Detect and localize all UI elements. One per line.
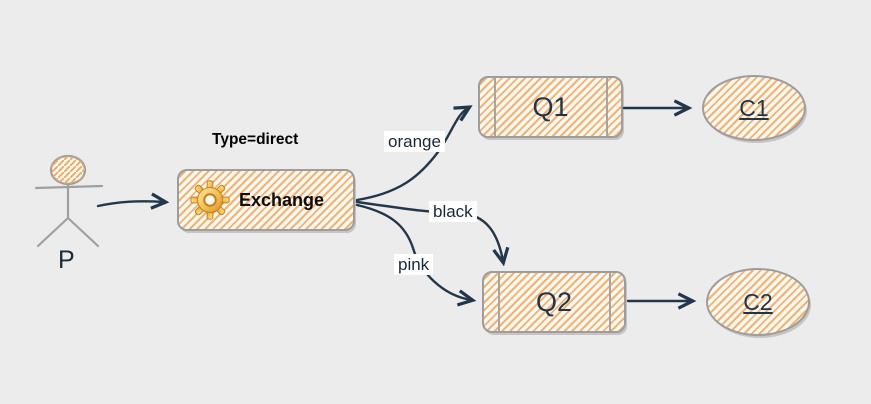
edge-label-orange: orange <box>384 131 445 152</box>
consumer-node-c2: C2 <box>706 268 810 336</box>
producer-label: P <box>58 246 75 274</box>
gear-icon <box>190 180 230 220</box>
queue-partition-line <box>606 78 608 136</box>
exchange-type-label: Type=direct <box>212 131 299 148</box>
queue-node-q1: Q1 <box>478 76 623 138</box>
queue-partition-line <box>609 273 611 331</box>
queue-label: Q1 <box>532 91 569 122</box>
consumer-label: C2 <box>743 288 773 315</box>
queue-label: Q2 <box>535 286 573 317</box>
consumer-node-c1: C1 <box>702 75 806 141</box>
person-body <box>34 182 104 248</box>
queue-partition-line <box>494 78 496 136</box>
exchange-node: Exchange <box>177 169 355 231</box>
edge-label-pink: pink <box>394 254 434 275</box>
edge-orange <box>355 105 473 202</box>
person-icon <box>34 154 104 248</box>
edge-label-black: black <box>429 201 477 222</box>
exchange-label: Exchange <box>239 189 325 210</box>
queue-node-q2: Q2 <box>482 271 626 333</box>
queue-partition-line <box>498 273 500 331</box>
consumer-label: C1 <box>739 94 769 121</box>
